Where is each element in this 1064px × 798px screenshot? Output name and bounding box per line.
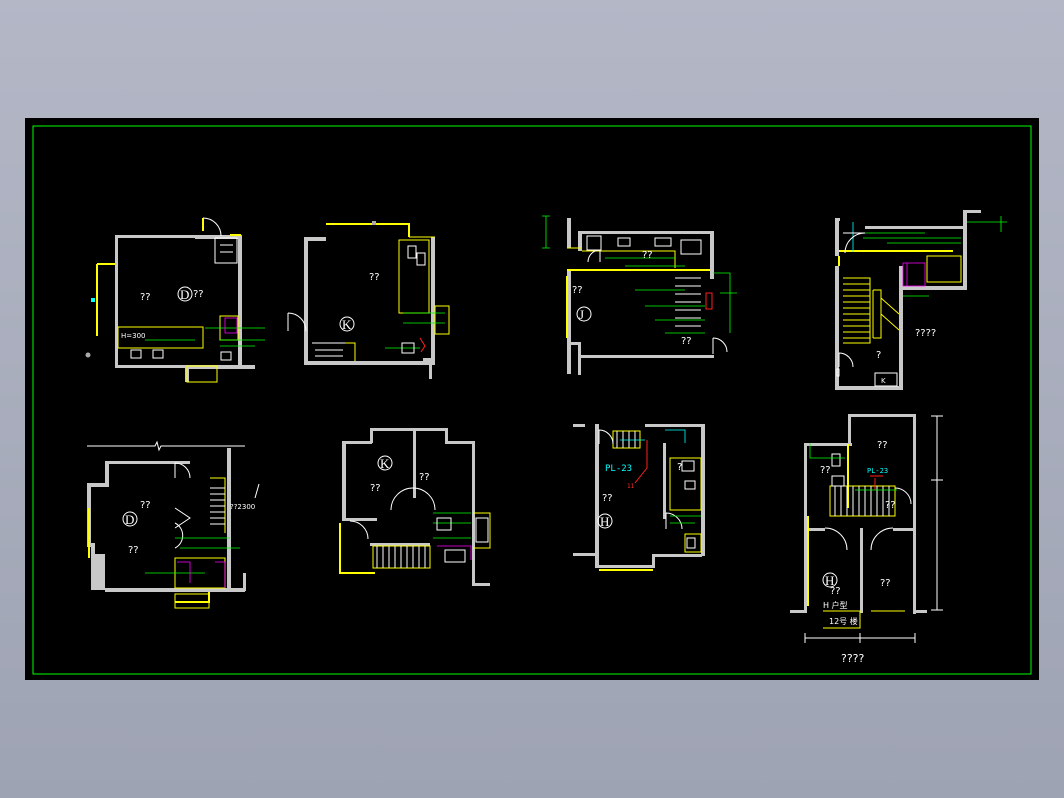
unit-h-right[interactable]: PL-23 H ?? ?? ?? ?? ?? H 户型 12号 楼 ???? <box>790 414 943 665</box>
unit-tag: K <box>342 317 352 332</box>
unit-tag: K <box>380 456 390 471</box>
unit-h-bottom[interactable]: PL-23 11 H ?? ? <box>573 424 705 571</box>
room-label: ?? <box>419 472 430 483</box>
unit-tag: H <box>825 573 834 588</box>
room-label: ?? <box>140 500 151 511</box>
room-label: ?? <box>193 289 204 300</box>
room-label: ?? <box>681 336 692 347</box>
note-label: H=300 <box>121 332 146 340</box>
note-label: 12号 楼 <box>829 616 858 626</box>
drawing-title: ???? <box>841 652 865 665</box>
unit-stair-top[interactable]: K ???? ? <box>835 210 1007 390</box>
unit-tag: D <box>180 287 189 302</box>
room-label: ???? <box>915 328 936 339</box>
unit-tag: K <box>881 377 886 385</box>
unit-tag: D <box>125 512 134 527</box>
unit-d-top[interactable]: D ?? ?? H=300 <box>85 217 266 383</box>
cad-drawing-viewport[interactable]: D ?? ?? H=300 K ?? <box>25 118 1039 680</box>
room-label: ?? <box>642 250 653 261</box>
unit-k-top[interactable]: K ?? <box>287 221 450 379</box>
unit-k-bottom[interactable]: K ?? ?? <box>339 428 491 586</box>
room-label: ?? <box>140 292 151 303</box>
floor-plan-drawing: D ?? ?? H=300 K ?? <box>32 125 1032 675</box>
unit-d-bottom[interactable]: D ?? ?? ??2300 <box>87 440 260 609</box>
room-label: ?? <box>877 440 888 451</box>
unit-tag: J <box>579 307 584 322</box>
drawing-frame <box>32 125 1032 675</box>
room-label: ?? <box>885 500 896 511</box>
room-label: ?? <box>830 586 841 597</box>
room-label: ?? <box>370 483 381 494</box>
room-label: ?? <box>602 493 613 504</box>
room-label: ?? <box>128 545 139 556</box>
unit-tag: H <box>600 514 609 529</box>
room-label: ?? <box>880 578 891 589</box>
note-label: 11 <box>627 483 635 490</box>
room-label: ?? <box>820 465 831 476</box>
unit-j-top[interactable]: J ?? ?? ?? <box>542 215 737 375</box>
note-label: PL-23 <box>605 464 632 474</box>
room-label: ?? <box>369 272 380 283</box>
note-label: PL-23 <box>867 467 888 475</box>
room-label: ? <box>876 350 881 361</box>
note-label: H 户型 <box>823 600 848 610</box>
note-label: ??2300 <box>230 503 255 511</box>
room-label: ?? <box>572 285 583 296</box>
room-label: ? <box>677 462 682 473</box>
